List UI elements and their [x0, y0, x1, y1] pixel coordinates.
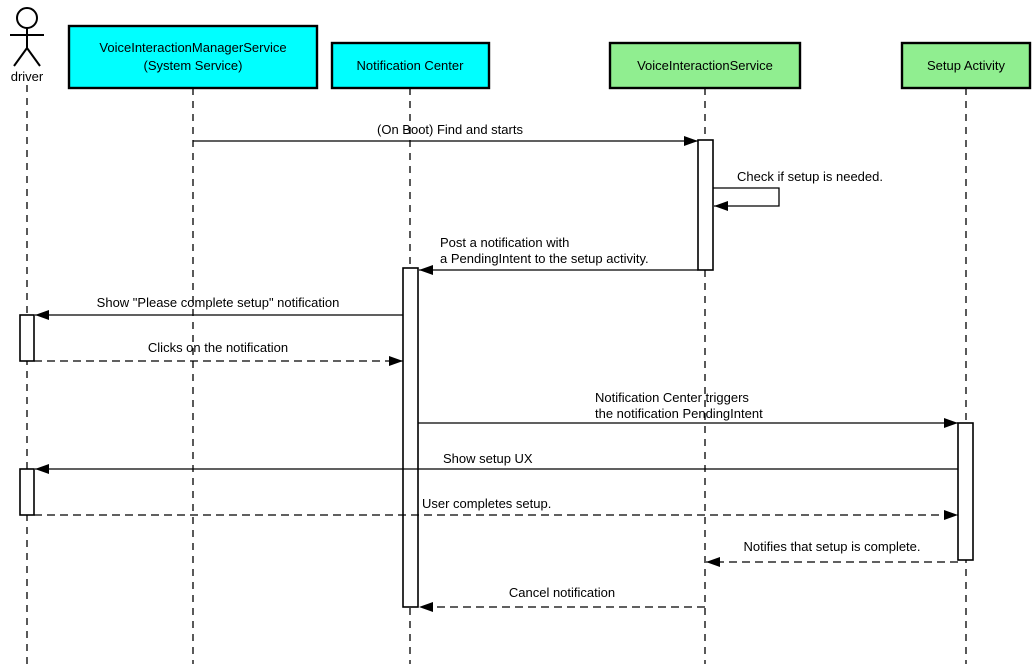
participant-label-line1: VoiceInteractionManagerService — [99, 40, 286, 55]
activation-driver-1 — [19, 314, 35, 362]
actor-left-leg-icon — [13, 47, 28, 67]
participant-voice-interaction-manager-service: VoiceInteractionManagerService (System S… — [67, 24, 319, 90]
message-label-line2: a PendingIntent to the setup activity. — [440, 251, 649, 266]
message-label: Show setup UX — [443, 451, 533, 466]
message-label: Notifies that setup is complete. — [743, 539, 920, 554]
activation-voice-interaction-service — [697, 139, 714, 271]
message-check-if-setup-is-needed: Check if setup is needed. — [713, 169, 883, 211]
message-label: Check if setup is needed. — [737, 169, 883, 184]
message-cancel-notification: Cancel notification — [419, 585, 705, 612]
message-label-line2: the notification PendingIntent — [595, 406, 763, 421]
message-show-setup-ux: Show setup UX — [35, 451, 958, 474]
message-clicks-on-the-notification: Clicks on the notification — [34, 340, 403, 366]
participant-box — [608, 41, 802, 90]
participant-notification-center: Notification Center — [330, 41, 491, 90]
message-label: Show "Please complete setup" notificatio… — [97, 295, 340, 310]
message-label: User completes setup. — [422, 496, 551, 511]
actor-head-icon — [16, 7, 38, 29]
activation-driver-2 — [19, 468, 35, 516]
message-label: (On Boot) Find and starts — [377, 122, 523, 137]
participant-label: Notification Center — [357, 58, 465, 73]
actor-driver: driver — [10, 7, 44, 84]
message-post-a-notification: Post a notification with a PendingIntent… — [419, 235, 698, 275]
participant-label: Setup Activity — [927, 58, 1006, 73]
message-label-line1: Post a notification with — [440, 235, 569, 250]
participant-box — [67, 24, 319, 90]
message-show-please-complete-setup-notification: Show "Please complete setup" notificatio… — [35, 295, 403, 320]
message-label-line1: Notification Center triggers — [595, 390, 749, 405]
participant-voice-interaction-service: VoiceInteractionService — [608, 41, 802, 90]
message-on-boot-find-and-starts: (On Boot) Find and starts — [193, 122, 698, 146]
activation-notification-center — [402, 267, 419, 608]
activation-setup-activity — [957, 422, 974, 561]
message-notification-center-triggers-pendingintent: Notification Center triggers the notific… — [418, 390, 958, 428]
participant-label-line2: (System Service) — [144, 58, 243, 73]
participant-setup-activity: Setup Activity — [900, 41, 1032, 90]
actor-right-leg-icon — [26, 47, 41, 67]
message-label: Cancel notification — [509, 585, 615, 600]
message-user-completes-setup: User completes setup. — [34, 496, 958, 520]
participant-box — [330, 41, 491, 90]
actor-label: driver — [11, 69, 44, 84]
participant-label: VoiceInteractionService — [637, 58, 773, 73]
message-label: Clicks on the notification — [148, 340, 288, 355]
message-line — [713, 187, 780, 211]
message-notifies-setup-complete: Notifies that setup is complete. — [706, 539, 958, 567]
participant-box — [900, 41, 1032, 90]
